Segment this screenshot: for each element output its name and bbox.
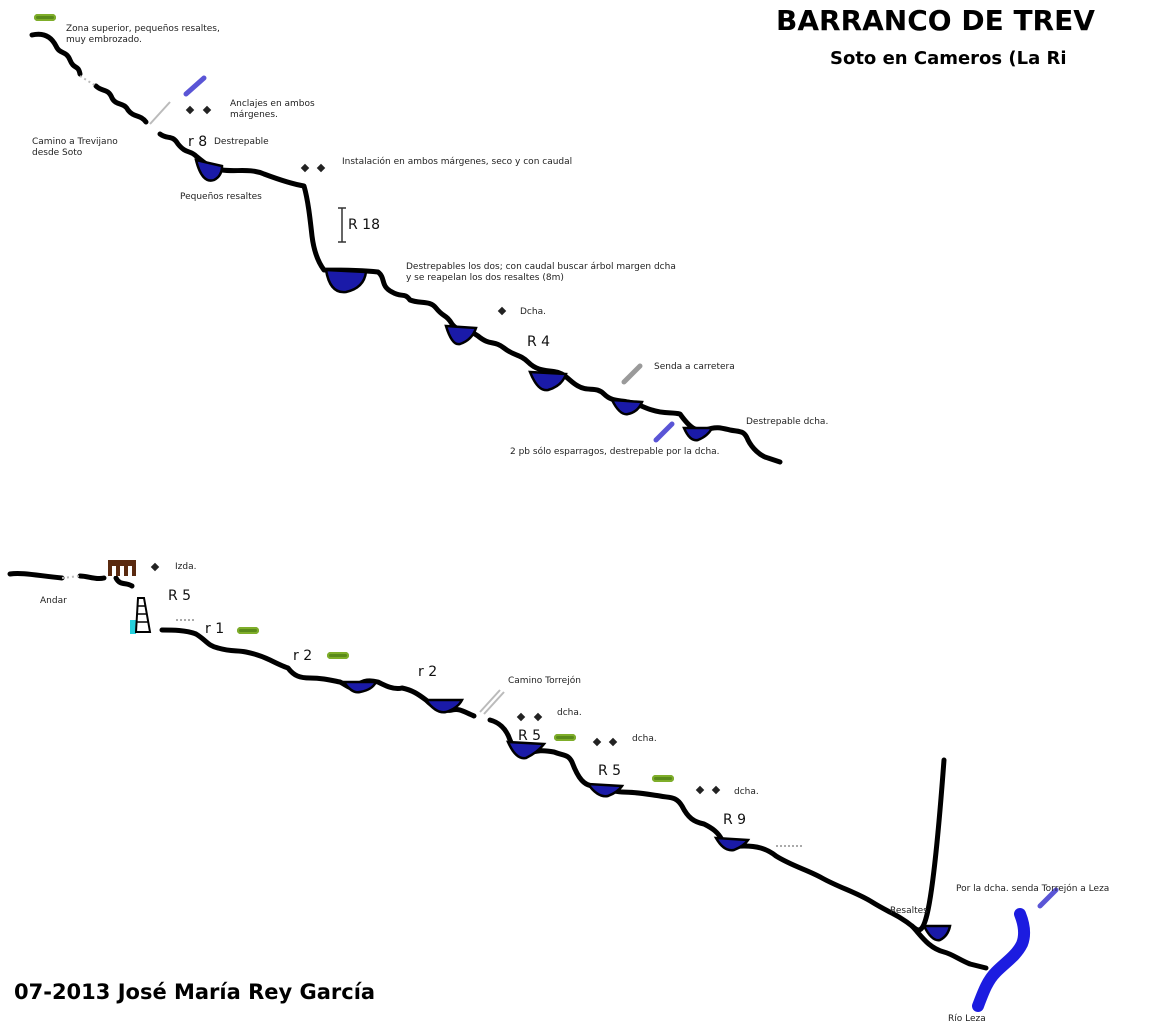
exit-arrow-icon	[653, 421, 675, 443]
bridge-icon	[108, 560, 136, 576]
rappel-label-r5b: R 5	[518, 728, 542, 744]
path-arrow-icon	[621, 363, 643, 385]
note-senda-leza: Por la dcha. senda Torrejón a Leza	[956, 884, 1110, 894]
pools-lower	[341, 680, 952, 942]
rappel-label-r18: R 18	[348, 217, 380, 233]
vegetation-icon	[652, 775, 674, 782]
pools-upper	[194, 158, 715, 442]
note-dcha-4: dcha.	[734, 787, 759, 797]
riverbed-lower	[7, 571, 989, 971]
note-zona-superior: Zona superior, pequeños resaltes, muy em…	[66, 24, 220, 46]
note-andar: Andar	[40, 596, 67, 606]
note-pb-esparragos: 2 pb sólo esparragos, destrepable por la…	[510, 447, 720, 457]
river-leza-icon	[972, 908, 1031, 1012]
note-resaltes: Resaltes	[890, 906, 928, 916]
note-instalacion: Instalación en ambos márgenes, seco y co…	[342, 157, 573, 167]
note-dcha-1: Dcha.	[520, 307, 546, 317]
rappel-label-r8: r 8	[188, 134, 208, 150]
riverbed-upper	[29, 31, 783, 465]
note-rio-leza: Río Leza	[948, 1014, 986, 1024]
note-destrepables-dos: Destrepables los dos; con caudal buscar …	[406, 262, 676, 284]
note-pequenos-resaltes: Pequeños resaltes	[180, 192, 262, 202]
vegetation-icon	[327, 652, 349, 659]
note-senda-carretera: Senda a carretera	[654, 362, 735, 372]
note-izda: Izda.	[175, 562, 197, 572]
note-destrepable-dcha: Destrepable dcha.	[746, 417, 829, 427]
vegetation-icon	[237, 627, 259, 634]
author-credit: 07-2013 José María Rey García	[14, 980, 376, 1004]
path-marks	[176, 619, 802, 847]
vegetation-icon	[554, 734, 576, 741]
vegetation-icon	[34, 14, 56, 21]
note-dcha-2: dcha.	[557, 708, 582, 718]
exit-arrow-icon	[183, 75, 207, 97]
path-crossing-upper	[79, 75, 171, 125]
rappel-label-r9: R 9	[723, 812, 747, 828]
r18-measure	[338, 207, 346, 243]
note-camino-trevijano: Camino a Trevijano desde Soto	[32, 137, 118, 159]
path-crossing-lower	[61, 575, 505, 715]
note-dcha-3: dcha.	[632, 734, 657, 744]
rappel-label-r4: R 4	[527, 334, 551, 350]
note-camino-torrejon: Camino Torrejón	[508, 676, 581, 686]
page-title: BARRANCO DE TREV	[776, 4, 1095, 37]
exit-arrow-icon	[1037, 887, 1059, 909]
rappel-label-r1: r 1	[205, 621, 225, 637]
rappel-label-r5a: R 5	[168, 588, 192, 604]
rappel-label-r2b: r 2	[418, 664, 438, 680]
note-anclajes: Anclajes en ambos márgenes.	[230, 99, 315, 121]
note-destrepable-1: Destrepable	[214, 137, 269, 147]
rappel-label-r2a: r 2	[293, 648, 313, 664]
dam-icon	[130, 597, 152, 634]
rappel-label-r5c: R 5	[598, 763, 622, 779]
page-subtitle: Soto en Cameros (La Ri	[830, 48, 1067, 69]
